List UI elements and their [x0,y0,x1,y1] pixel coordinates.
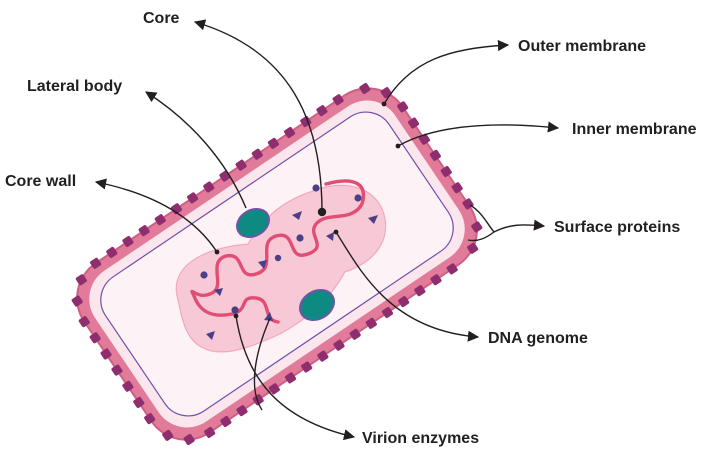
enzyme-dot [231,306,238,313]
enzyme-dot [312,184,319,191]
leader-surface-proteins [494,225,544,232]
enzyme-dot [200,271,207,278]
label-inner-membrane: Inner membrane [572,121,697,138]
inner-membrane-pointer-dot [396,144,401,149]
core-wall-pointer-dot [215,250,220,255]
label-core: Core [143,10,180,27]
dna-pointer-dot [334,230,339,235]
enzyme-pointer-dot [234,314,239,319]
label-dna-genome: DNA genome [488,330,588,347]
label-virion-enzymes: Virion enzymes [362,430,479,447]
enzyme-dot [296,234,303,241]
enzyme-dot [275,255,281,261]
enzyme-dot [354,194,361,201]
label-surface-proteins: Surface proteins [554,219,680,236]
label-outer-membrane: Outer membrane [518,38,646,55]
label-lateral-body: Lateral body [27,78,122,95]
leader-outer-membrane [384,45,508,104]
outer-membrane-pointer-dot [382,102,387,107]
label-core-wall: Core wall [5,173,76,190]
core-pointer-dot [318,208,326,216]
